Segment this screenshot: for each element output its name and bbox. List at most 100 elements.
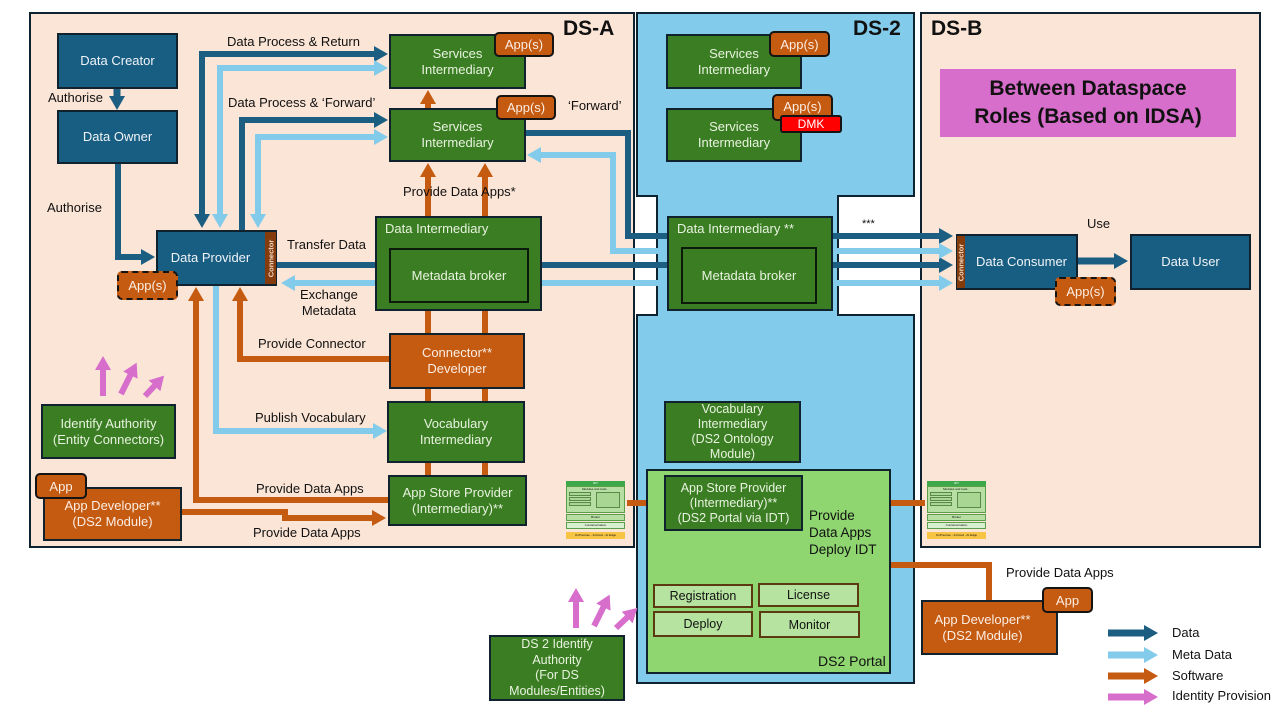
portal-module-registration: Registration [653, 584, 753, 608]
label-publish-vocabulary: Publish Vocabulary [255, 410, 366, 425]
idt-module-block [957, 492, 981, 508]
box-line: Developer [427, 361, 487, 376]
box-line: Services [709, 119, 759, 134]
identity-arrow [118, 362, 138, 396]
identity-arrow [591, 594, 611, 628]
box-line: App Store Provider [402, 484, 513, 500]
ds-a-title: DS-A [563, 17, 615, 40]
connector-label: Connector [957, 243, 965, 281]
between-dataspace-roles-banner: Between Dataspace Roles (Based on IDSA) [940, 69, 1236, 137]
si1-apps-badge: App(s) [494, 32, 554, 57]
idt-module-block [569, 492, 591, 496]
label-provide-connector: Provide Connector [258, 336, 366, 351]
ds-2-app-store-provider: App Store Provider (Intermediary)** (DS2… [664, 475, 803, 531]
apps-label: App(s) [128, 278, 167, 293]
idt-module-block [569, 497, 591, 501]
box-line: Intermediary [697, 135, 771, 150]
dmk-badge: DMK [780, 115, 842, 133]
box-line: App Developer** [934, 611, 1031, 627]
data-creator-box: Data Creator [57, 33, 178, 89]
data-user-box: Data User [1130, 234, 1251, 290]
idt-header: IDT [927, 481, 986, 486]
si2-apps-badge: App(s) [496, 95, 556, 120]
idt-module-block [930, 492, 952, 496]
idt-modules-label: Modules and tools... [943, 487, 970, 491]
arrow-publish-vocabulary [213, 286, 387, 439]
box-line: DS 2 Identify [521, 637, 593, 651]
label-transfer-data: Transfer Data [287, 237, 366, 252]
label-use: Use [1087, 216, 1111, 231]
portal-module-deploy: Deploy [653, 611, 753, 637]
text-line: Deploy IDT [809, 542, 877, 557]
text-line: Provide [809, 508, 855, 523]
box-line: (DS2 Ontology [691, 432, 774, 446]
data-owner-label: Data Owner [82, 129, 153, 144]
legend-label-metadata: Meta Data [1172, 647, 1232, 662]
legend-label-software: Software [1172, 668, 1224, 683]
app-label: App [49, 478, 73, 494]
box-line: Vocabulary [423, 416, 489, 431]
legend-label-data: Data [1172, 625, 1200, 640]
idt-module-block [930, 497, 952, 501]
provider-apps-badge: App(s) [117, 271, 178, 300]
arrow-provider-si1-metadata [212, 60, 388, 228]
ds2-identify-authority-box: DS 2 Identify Authority (For DS Modules/… [489, 635, 625, 701]
arrow-provider-si2-metadata [250, 129, 388, 228]
arrow-appdev-to-appstore [181, 509, 386, 526]
text-line: Exchange [300, 287, 358, 302]
box-line: Module) [709, 447, 756, 461]
box-line: Intermediary [421, 135, 494, 150]
portal-module-monitor: Monitor [759, 611, 860, 638]
label-provide-data-apps-right: Provide Data Apps [1006, 565, 1114, 580]
box-line: Connector** [421, 345, 493, 360]
ds2-si1-apps-badge: App(s) [769, 31, 830, 57]
idt-module-block [930, 502, 952, 506]
box-line: App Developer** [64, 498, 161, 513]
right-app-developer-app-badge: App [1042, 587, 1093, 613]
data-consumer-label: Data Consumer [975, 254, 1068, 269]
box-line: Services [709, 45, 759, 61]
ds-b-title: DS-B [931, 17, 983, 40]
box-line: (Intermediary)** [411, 500, 504, 516]
ds-2-title: DS-2 [853, 17, 901, 40]
connector-label: Connector [266, 239, 275, 277]
box-line: Services [432, 119, 483, 134]
idt-module-block [596, 492, 620, 508]
idt-footer: OnPremise - InCloud - At Edge [927, 532, 986, 539]
box-line: (DS2 Module) [942, 627, 1023, 643]
module-label: Monitor [788, 617, 831, 632]
box-line: (For DS [535, 668, 579, 682]
app-label: App [1055, 592, 1080, 608]
arrow-provide-connector [232, 287, 389, 362]
portal-module-license: License [758, 583, 859, 607]
module-label: License [786, 588, 831, 602]
box-line: Authority [532, 652, 582, 667]
idt-modules-label: Modules and tools... [582, 487, 609, 491]
box-line: (DS2 Module) [72, 514, 153, 529]
module-label: Deploy [683, 617, 723, 631]
ds-a-app-store-provider: App Store Provider (Intermediary)** [388, 475, 527, 526]
label-exchange-metadata: Exchange Metadata [300, 287, 358, 319]
banner-line: Roles (Based on IDSA) [974, 105, 1202, 128]
data-intermediary-title: Data Intermediary [385, 221, 489, 236]
data-creator-label: Data Creator [80, 53, 155, 68]
data-owner-box: Data Owner [57, 110, 178, 164]
label-provide-data-apps-star: Provide Data Apps* [403, 184, 516, 199]
ds-a-vocabulary-intermediary: Vocabulary Intermediary [387, 401, 525, 463]
label-triple-star: *** [862, 218, 875, 230]
label-forward: ‘Forward’ [568, 98, 622, 113]
apps-label: App(s) [506, 100, 546, 115]
data-provider-label: Data Provider [170, 250, 251, 265]
ds2-portal-label: DS2 Portal [818, 653, 886, 669]
arrow-provide-data-apps-to-provider [188, 287, 388, 503]
box-line: (Entity Connectors) [52, 431, 165, 447]
apps-label: App(s) [504, 37, 544, 52]
box-line: (DS2 Portal via IDT) [677, 510, 790, 525]
apps-label: App(s) [1066, 284, 1105, 299]
identity-arrow [142, 375, 165, 399]
data-intermediary-title: Data Intermediary ** [677, 221, 795, 236]
consumer-connector-strip: Connector [957, 236, 965, 288]
legend-label-identity: Identity Provision [1172, 688, 1271, 703]
apps-label: App(s) [780, 36, 819, 52]
idt-containerisation: Containerisation [566, 522, 625, 529]
